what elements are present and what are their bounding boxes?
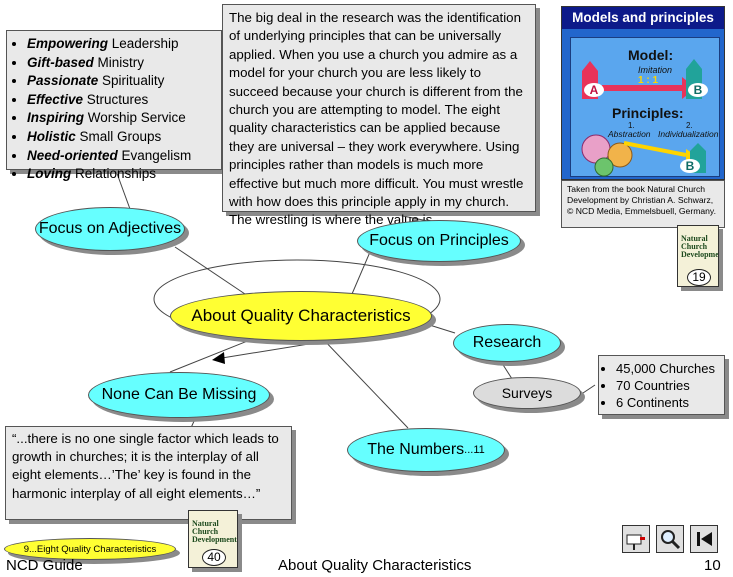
- stat-item: 45,000 Churches: [616, 360, 719, 377]
- adjective-item: Inspiring Worship Service: [27, 109, 215, 128]
- adjective-item: Passionate Spirituality: [27, 72, 215, 91]
- book-cover-small[interactable]: Natural Church Development 19: [677, 225, 719, 287]
- letter-b-second: B: [680, 159, 700, 173]
- image-caption: Taken from the book Natural Church Devel…: [561, 180, 725, 228]
- models-principles-image: Models and principles Model: Imitation 1…: [561, 6, 725, 180]
- footer-page-number: 10: [704, 557, 721, 574]
- quote-text-box: “...there is no one single factor which …: [5, 426, 292, 520]
- adjective-item: Holistic Small Groups: [27, 128, 215, 147]
- magnifier-icon[interactable]: [656, 525, 684, 553]
- step-two: 2.: [686, 121, 693, 130]
- cells-graphic: [581, 134, 706, 177]
- numbers-page-ref: ...11: [464, 444, 485, 456]
- image-title: Models and principles: [562, 7, 724, 29]
- node-focus-on-principles[interactable]: Focus on Principles: [357, 220, 521, 262]
- ratio-label: 1 : 1: [638, 75, 659, 86]
- stat-item: 6 Continents: [616, 394, 719, 411]
- stats-list: 45,000 Churches70 Countries6 Continents: [604, 360, 719, 411]
- abstraction-label: Abstraction: [608, 129, 651, 139]
- mailbox-icon[interactable]: [622, 525, 650, 553]
- footer-left: NCD Guide: [6, 557, 83, 574]
- node-focus-on-adjectives[interactable]: Focus on Adjectives: [35, 207, 185, 251]
- adjective-item: Effective Structures: [27, 91, 215, 110]
- adjective-item: Empowering Leadership: [27, 35, 215, 54]
- node-research[interactable]: Research: [453, 324, 561, 362]
- first-page-icon[interactable]: [690, 525, 718, 553]
- book-page-number: 40: [202, 549, 226, 566]
- principles-text: The big deal in the research was the ide…: [229, 10, 524, 228]
- node-none-can-be-missing[interactable]: None Can Be Missing: [88, 372, 270, 418]
- node-surveys[interactable]: Surveys: [473, 377, 581, 409]
- node-about-quality-characteristics[interactable]: About Quality Characteristics: [170, 291, 432, 341]
- adjectives-list: Empowering LeadershipGift-based Ministry…: [13, 35, 215, 184]
- quote-text: “...there is no one single factor which …: [12, 431, 279, 501]
- stat-item: 70 Countries: [616, 377, 719, 394]
- link-eight-quality-characteristics[interactable]: 9...Eight Quality Characteristics: [4, 538, 176, 560]
- adjective-item: Need-oriented Evangelism: [27, 147, 215, 166]
- model-label: Model:: [628, 47, 674, 63]
- step-one: 1.: [628, 121, 635, 130]
- book-cover-large[interactable]: Natural Church Development 40: [188, 510, 238, 568]
- adjective-item: Gift-based Ministry: [27, 54, 215, 73]
- book-page-number: 19: [687, 269, 711, 286]
- adjectives-list-box: Empowering LeadershipGift-based Ministry…: [6, 30, 222, 181]
- individualization-label: Individualization: [658, 129, 719, 139]
- letter-a: A: [584, 83, 604, 97]
- footer-title: About Quality Characteristics: [278, 557, 472, 574]
- principles-text-box: The big deal in the research was the ide…: [222, 4, 536, 227]
- stats-box: 45,000 Churches70 Countries6 Continents: [598, 355, 725, 415]
- imitation-label: Imitation: [638, 65, 673, 75]
- adjective-item: Loving Relationships: [27, 165, 215, 184]
- principles-label: Principles:: [612, 105, 684, 121]
- node-the-numbers[interactable]: The Numbers...11: [347, 428, 505, 472]
- letter-b: B: [688, 83, 708, 97]
